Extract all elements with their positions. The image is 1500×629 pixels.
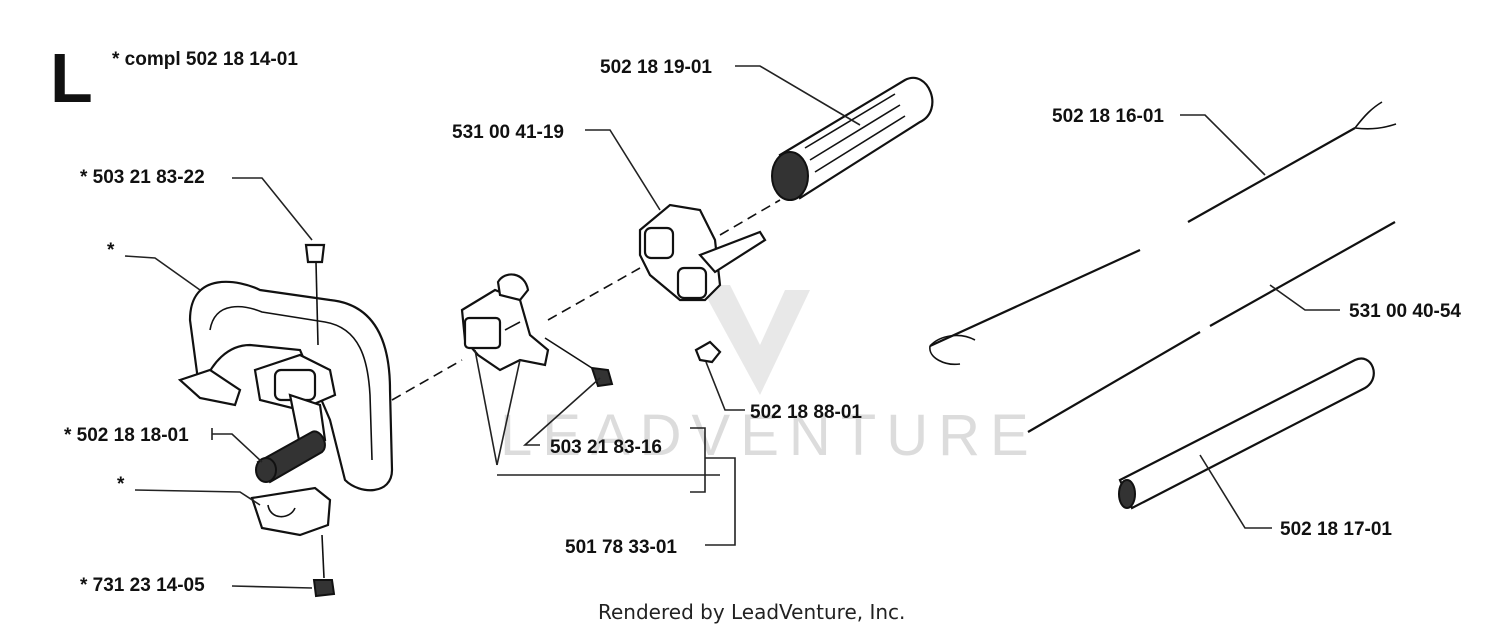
handle-bracket	[460, 273, 550, 372]
watermark-logo-mark	[700, 285, 810, 395]
handle-grip-foam	[255, 430, 326, 484]
nut-731-23-14-05	[312, 534, 336, 598]
throttle-grip	[771, 76, 934, 201]
cable-502-18-16-01	[929, 101, 1397, 366]
label-502-18-17-01: 502 18 17-01	[1280, 519, 1392, 540]
label-handle-star: *	[107, 240, 115, 261]
section-letter: L	[50, 39, 93, 117]
label-531-00-40-54: 531 00 40-54	[1349, 301, 1461, 322]
label-502-18-16-01: 502 18 16-01	[1052, 106, 1164, 127]
label-731-23-14-05: * 731 23 14-05	[80, 575, 205, 596]
label-502-18-18-01: * 502 18 18-01	[64, 425, 189, 446]
label-502-18-88-01: 502 18 88-01	[750, 402, 862, 423]
cable-531-00-40-54	[1027, 221, 1396, 433]
screw-503-21-83-16	[544, 337, 614, 388]
label-503-21-83-22: * 503 21 83-22	[80, 167, 205, 188]
label-503-21-83-16: 503 21 83-16	[550, 437, 662, 458]
handle-clamp	[250, 486, 332, 537]
label-501-78-33-01: 501 78 33-01	[565, 537, 677, 558]
label-complete-assembly: * compl 502 18 14-01	[112, 49, 298, 70]
throttle-housing	[638, 203, 767, 302]
sleeve-502-18-17-01	[1118, 357, 1375, 510]
plug-502-18-88-01	[694, 340, 722, 364]
loop-handle	[177, 280, 394, 492]
leadventure-watermark: LEADVENTURE	[500, 285, 1039, 468]
screw-503-21-83-22	[304, 243, 326, 346]
label-clamp-star: *	[117, 474, 125, 495]
label-502-18-19-01: 502 18 19-01	[600, 57, 712, 78]
leader-lines	[124, 65, 1340, 589]
footer-credit: Rendered by LeadVenture, Inc.	[598, 600, 905, 624]
label-531-00-41-19: 531 00 41-19	[452, 122, 564, 143]
assembly-axis	[391, 199, 781, 401]
watermark-text: LEADVENTURE	[500, 403, 1039, 468]
